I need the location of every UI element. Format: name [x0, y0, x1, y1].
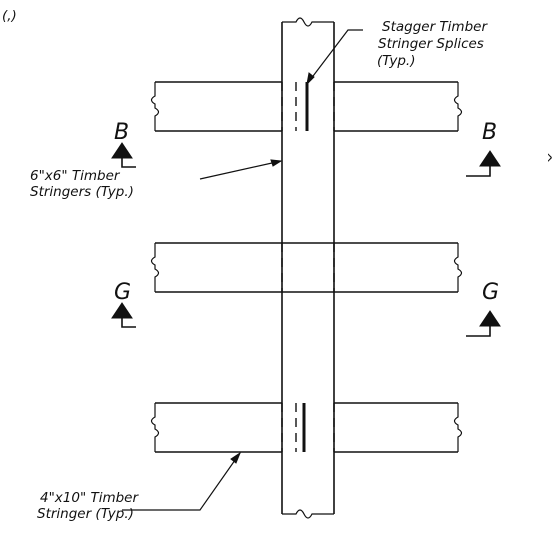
leader-line	[306, 29, 363, 85]
leader-line	[199, 160, 282, 180]
callout-6x6-stringers: 6"x6" Timber Stringers (Typ.)	[30, 159, 283, 200]
callout-6x6-line1: 6"x6" Timber	[30, 168, 121, 184]
section-arrow-icon	[111, 302, 133, 319]
left-break-mark	[150, 243, 160, 292]
horizontal-stringer-bottom	[150, 402, 463, 453]
section-label-b-right: B	[482, 120, 497, 145]
left-break-mark	[150, 82, 160, 131]
section-label-g-right: G	[482, 280, 499, 305]
callout-6x6-line2: Stringers (Typ.)	[30, 184, 134, 200]
section-mark-b-left: B	[111, 120, 136, 168]
section-label-g-left: G	[114, 280, 131, 305]
callout-stagger-line1: Stagger Timber	[382, 19, 488, 35]
leader-arrowhead	[306, 72, 315, 86]
left-break-mark	[150, 403, 160, 452]
section-mark-g-left: G	[111, 280, 136, 328]
section-label-b-left: B	[114, 120, 129, 145]
leader-line	[122, 452, 241, 511]
section-arrow-icon	[111, 142, 133, 159]
callout-4x10-line1: 4"x10" Timber	[40, 490, 139, 506]
edge-mark-text: ^	[538, 152, 554, 163]
callout-stagger-splices: Stagger Timber Stringer Splices (Typ.)	[306, 19, 488, 86]
section-mark-g-right: G	[466, 280, 501, 337]
leader-arrowhead	[270, 159, 283, 167]
section-cut-line	[466, 166, 491, 177]
section-cut-line	[121, 318, 136, 328]
callout-4x10-line2: Stringer (Typ.)	[37, 506, 134, 522]
section-mark-b-right: B	[466, 120, 501, 177]
callout-stagger-line2: Stringer Splices	[378, 36, 484, 52]
horizontal-stringer-middle	[150, 242, 463, 293]
bottom-break-mark	[282, 509, 334, 519]
right-break-mark	[453, 403, 463, 452]
section-arrow-icon	[479, 150, 501, 167]
right-break-mark	[453, 82, 463, 131]
callout-stagger-line3: (Typ.)	[377, 53, 415, 69]
corner-mark-text: (,)	[2, 8, 17, 24]
horizontal-stringer-top	[150, 81, 463, 132]
callout-4x10-stringer: 4"x10" Timber Stringer (Typ.)	[37, 451, 242, 522]
top-break-mark	[282, 17, 334, 27]
section-arrow-icon	[479, 310, 501, 327]
leader-arrowhead	[230, 451, 242, 464]
section-cut-line	[121, 158, 136, 168]
right-break-mark	[453, 243, 463, 292]
section-cut-line	[466, 326, 491, 337]
